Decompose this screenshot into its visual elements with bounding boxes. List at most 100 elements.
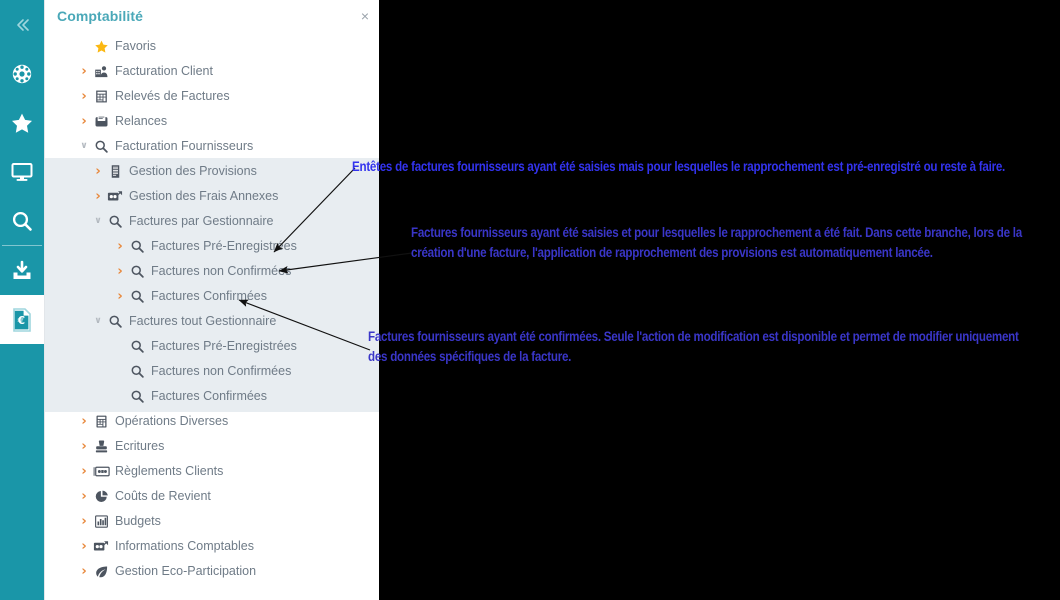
tree-item-label: Facturation Fournisseurs <box>115 139 254 154</box>
chevron-right-icon[interactable]: › <box>117 239 123 254</box>
tree-item-label: Relances <box>115 114 168 129</box>
collapse-icon <box>17 18 29 31</box>
pie-chart-icon <box>95 490 108 502</box>
magnifier-tree-icon <box>127 389 147 404</box>
tree-item-label: Gestion Eco-Participation <box>115 564 257 579</box>
rail-item-favorites[interactable] <box>0 98 44 147</box>
tree-item[interactable]: › Relances <box>45 109 379 134</box>
chevron-right-icon[interactable]: › <box>81 564 87 579</box>
close-icon[interactable]: × <box>360 8 369 24</box>
tree-item[interactable]: › Gestion Eco-Participation <box>45 559 379 584</box>
statement-icon <box>95 90 107 103</box>
annotation-note-2: Factures fournisseurs ayant été saisies … <box>411 225 1022 260</box>
bar-chart-icon <box>94 515 108 528</box>
chevron-down-icon[interactable]: ∨ <box>94 216 102 226</box>
tree-item[interactable]: Factures Pré-Enregistrées <box>45 334 379 359</box>
monitor-icon <box>11 162 33 181</box>
leaf-icon <box>95 566 107 578</box>
tree-item-label: Règlements Clients <box>115 464 224 479</box>
rail-item-search[interactable] <box>0 196 44 245</box>
client-tree-icon <box>91 64 111 79</box>
chevron-right-icon[interactable]: › <box>81 64 87 79</box>
tree-item-label: Factures Confirmées <box>151 389 268 404</box>
tree-item[interactable]: Factures non Confirmées <box>45 359 379 384</box>
chevron-right-icon[interactable]: › <box>81 539 87 554</box>
fees-tree-icon <box>105 189 125 204</box>
tree-item[interactable]: › Règlements Clients <box>45 459 379 484</box>
tree-item[interactable]: ›Opérations Diverses <box>45 409 379 434</box>
magnifier-icon <box>131 365 144 378</box>
chevron-right-icon[interactable]: › <box>81 414 87 429</box>
magnifier-icon <box>131 290 144 303</box>
reminder-envelope-icon <box>95 115 107 127</box>
magnifier-icon <box>131 265 144 278</box>
star-tree-icon <box>91 39 111 54</box>
chevron-right-icon[interactable]: › <box>95 189 101 204</box>
magnifier-tree-icon <box>91 139 111 154</box>
magnifier-tree-icon <box>105 214 125 229</box>
chevron-right-icon[interactable]: › <box>117 264 123 279</box>
tree-item[interactable]: ∨ Facturation Fournisseurs <box>45 134 379 159</box>
chevron-down-icon[interactable]: ∨ <box>94 316 102 326</box>
chevron-right-icon[interactable]: › <box>81 89 87 104</box>
magnifier-tree-icon <box>127 364 147 379</box>
tree-item[interactable]: › Facturation Client <box>45 59 379 84</box>
tree-item[interactable]: ›Factures non Confirmées <box>45 259 379 284</box>
magnifier-tree-icon <box>127 264 147 279</box>
chevron-right-icon[interactable]: › <box>95 164 101 179</box>
annotation-note-1: Entêtes de factures fournisseurs ayant é… <box>352 159 1006 174</box>
euro-document-icon: € <box>13 307 31 332</box>
collapse-sidebar-button[interactable] <box>0 0 44 49</box>
chevron-right-icon[interactable]: › <box>81 489 87 504</box>
magnifier-tree-icon <box>105 314 125 329</box>
tree-item-label: Factures tout Gestionnaire <box>129 314 277 329</box>
tree-item[interactable]: Factures Confirmées <box>45 384 379 409</box>
tree-item[interactable]: › Ecritures <box>45 434 379 459</box>
tree-item[interactable]: ∨ Factures tout Gestionnaire <box>45 309 379 334</box>
magnifier-tree-icon <box>127 339 147 354</box>
tree-item[interactable]: ›Factures Pré-Enregistrées <box>45 234 379 259</box>
tree-item[interactable]: › Relevés de Factures <box>45 84 379 109</box>
chevron-right-icon[interactable]: › <box>81 464 87 479</box>
statement-tree-icon <box>91 89 111 104</box>
annotation-note-3: Factures fournisseurs ayant été confirmé… <box>368 329 1019 364</box>
fees-card-icon <box>93 541 109 551</box>
tree-item[interactable]: ›Factures Confirmées <box>45 284 379 309</box>
magnifier-tree-icon <box>127 289 147 304</box>
tree-item-label: Facturation Client <box>115 64 213 79</box>
tree-item-label: Factures Pré-Enregistrées <box>151 339 297 354</box>
piechart-tree-icon <box>91 489 111 504</box>
tree-item-label: Informations Comptables <box>115 539 254 554</box>
tree-item-label: Relevés de Factures <box>115 89 230 104</box>
stamp-icon <box>95 440 107 453</box>
download-icon <box>13 260 31 279</box>
tree-item[interactable]: ›Gestion des Provisions <box>45 159 379 184</box>
client-invoice-icon <box>94 66 107 78</box>
chevron-down-icon[interactable]: ∨ <box>80 141 88 151</box>
panel-header: Comptabilité × <box>45 0 379 34</box>
rail-item-settings[interactable] <box>0 49 44 98</box>
tree-item[interactable]: ›Gestion des Frais Annexes <box>45 184 379 209</box>
chevron-right-icon[interactable]: › <box>117 289 123 304</box>
navigation-tree: Favoris › Facturation Client › Relevés de Fa… <box>45 34 379 584</box>
banknote-icon <box>93 466 110 477</box>
rail-item-desktop[interactable] <box>0 147 44 196</box>
rail-item-accounting[interactable]: € <box>0 295 44 344</box>
tree-item[interactable]: ›Coûts de Revient <box>45 484 379 509</box>
tree-item[interactable]: ›Budgets <box>45 509 379 534</box>
navigation-panel: Comptabilité × Favoris › Facturation Clien… <box>44 0 379 600</box>
provision-book-icon <box>111 165 119 178</box>
tree-item-label: Factures non Confirmées <box>151 364 292 379</box>
rail-item-download[interactable] <box>0 246 44 295</box>
tree-item[interactable]: Favoris <box>45 34 379 59</box>
chevron-right-icon[interactable]: › <box>81 114 87 129</box>
tree-item[interactable]: ∨ Factures par Gestionnaire <box>45 209 379 234</box>
tree-item[interactable]: › Informations Comptables <box>45 534 379 559</box>
chevron-right-icon[interactable]: › <box>81 514 87 529</box>
magnifier-icon <box>109 315 122 328</box>
tree-item-label: Factures par Gestionnaire <box>129 214 274 229</box>
tree-item-label: Ecritures <box>115 439 165 454</box>
magnifier-icon <box>131 390 144 403</box>
chevron-right-icon[interactable]: › <box>81 439 87 454</box>
